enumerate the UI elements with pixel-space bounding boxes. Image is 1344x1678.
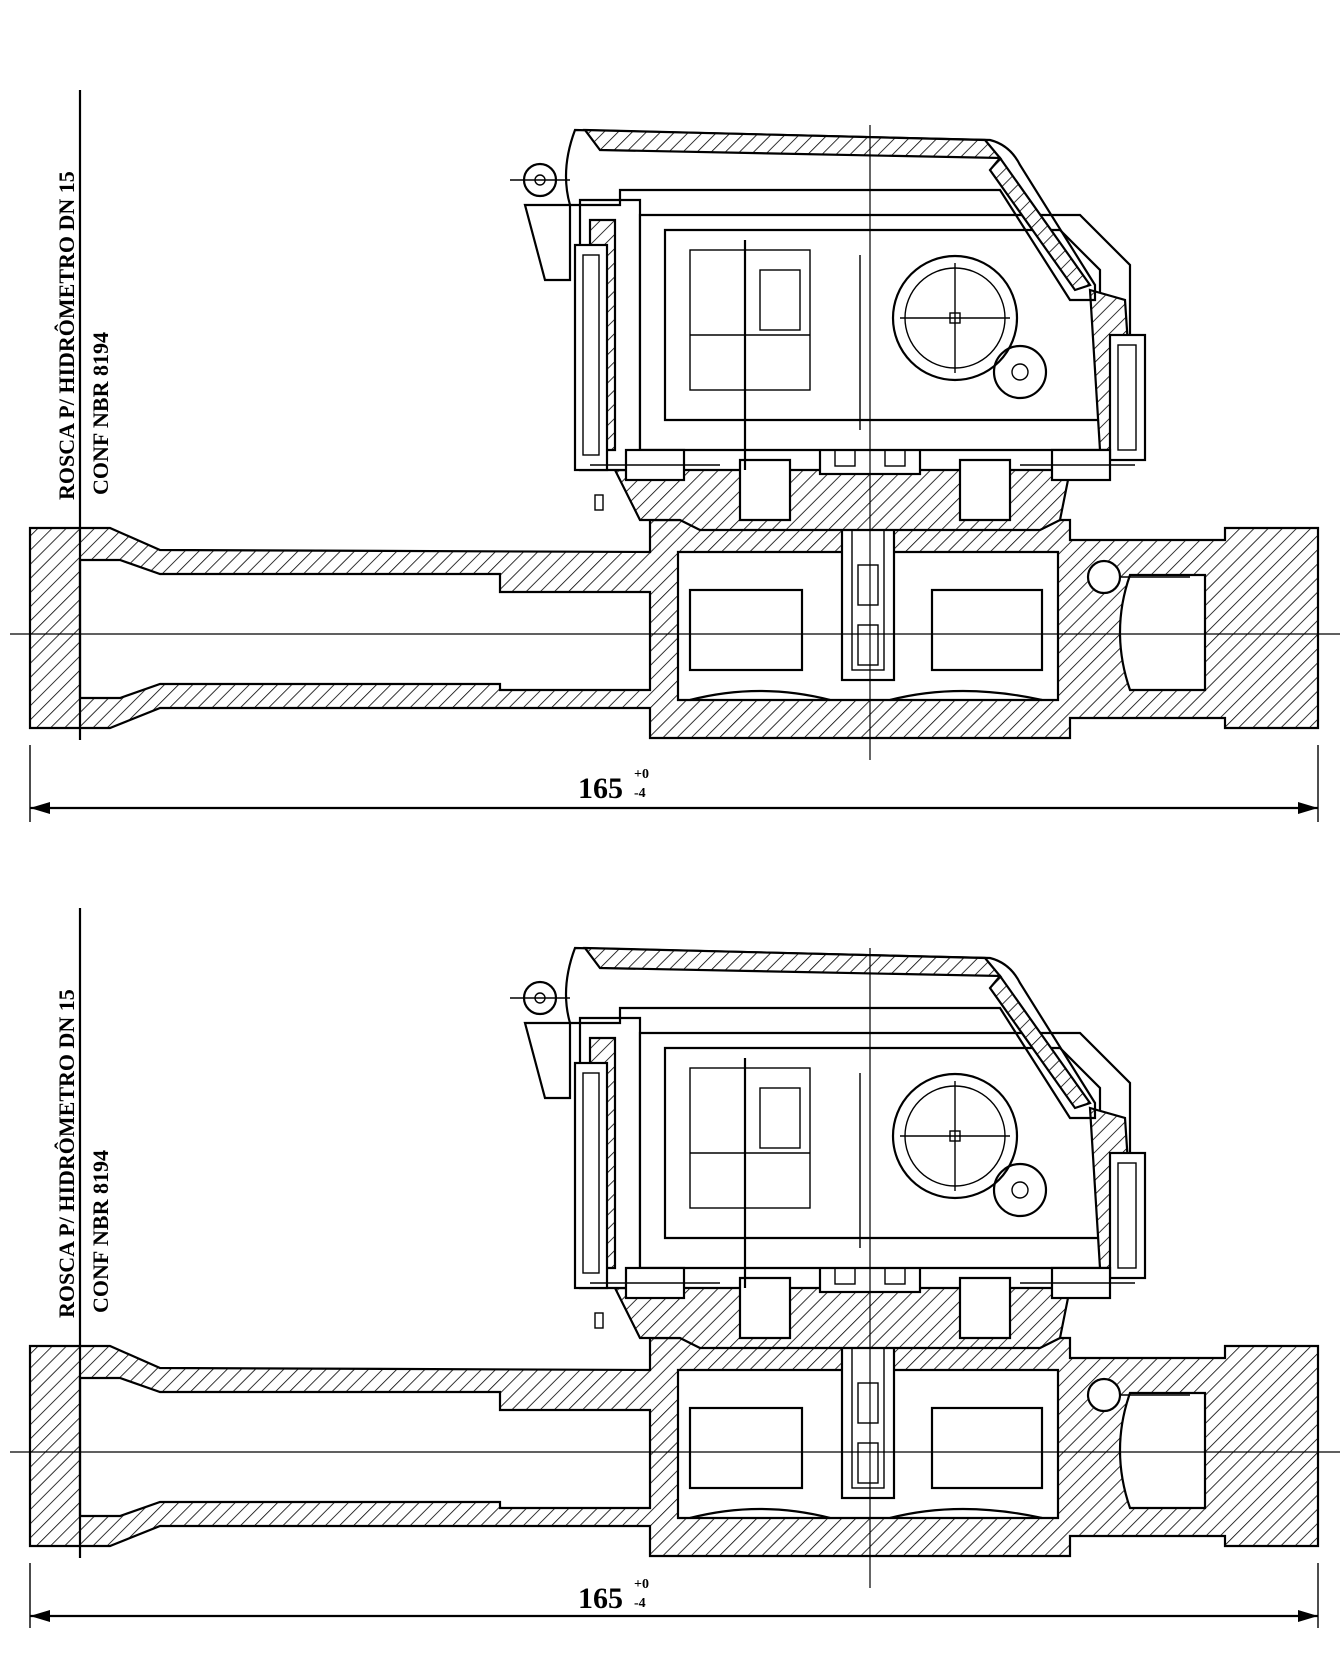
view2-tolerance-upper: +0 [634,1577,649,1592]
view2-thread-note: ROSCA P/ HIDRÔMETRO DN 15 [54,989,79,1318]
view2-tolerance-lower: -4 [634,1596,646,1611]
view1-tolerance-lower: -4 [634,786,646,801]
view1-dimension-value: 165 [578,772,623,805]
view1-tolerance-upper: +0 [634,767,649,782]
meter-section-view-2: 165 +0 -4 ROSCA P/ HIDRÔMETRO DN 15 CONF… [10,908,1340,1628]
view2-dimension-arrow-right [1298,1610,1318,1622]
view1-dimension-arrow-right [1298,802,1318,814]
view2-dimension-value: 165 [578,1582,623,1615]
meter-section-view-1: 165 +0 -4 ROSCA P/ HIDRÔMETRO DN 15 CONF… [10,90,1340,822]
view1-thread-note: ROSCA P/ HIDRÔMETRO DN 15 [54,171,79,500]
view1-standard-note: CONF NBR 8194 [88,332,113,495]
view2-dimension-arrow-left [30,1610,50,1622]
view1-dimension-arrow-left [30,802,50,814]
view2-standard-note: CONF NBR 8194 [88,1150,113,1313]
